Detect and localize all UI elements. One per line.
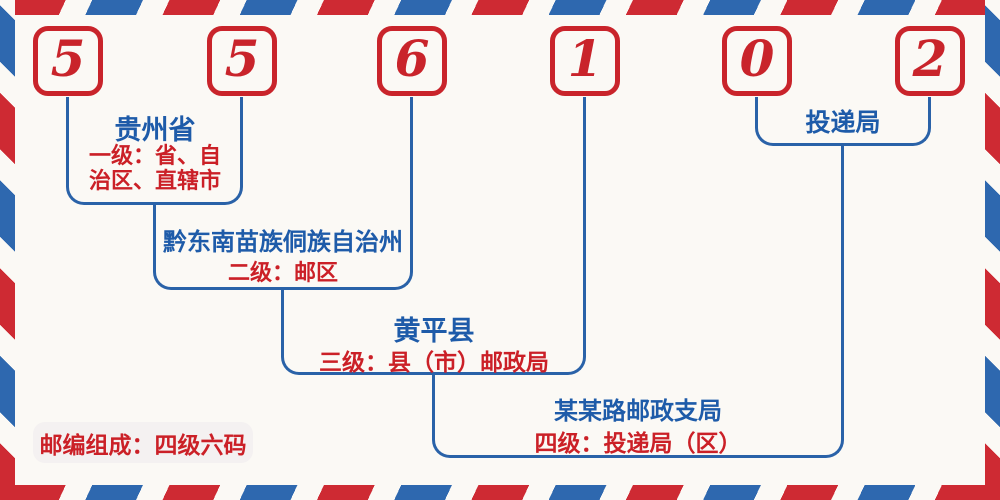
airmail-border-top xyxy=(15,0,985,15)
bracket-level2 xyxy=(153,205,413,290)
airmail-border-right xyxy=(985,0,1000,500)
level1-desc-line1: 一级：省、自 xyxy=(88,143,221,168)
airmail-border-left xyxy=(0,0,15,500)
delivery-office-label: 投递局 xyxy=(805,109,881,137)
connector-line-delivery xyxy=(841,145,844,375)
bracket-level3 xyxy=(281,290,586,375)
level4-region-label: 某某路邮政支局 xyxy=(554,398,722,425)
postal-code-composition-note: 邮编组成：四级六码 xyxy=(33,422,253,463)
level4-desc-label: 四级：投递局（区） xyxy=(534,430,742,456)
postal-digit-box-5: 0 xyxy=(722,26,792,96)
postal-digit-1: 5 xyxy=(50,29,86,88)
level1-desc-line2: 治区、直辖市 xyxy=(88,168,221,193)
postal-digit-3: 6 xyxy=(394,29,430,88)
postal-digit-4: 1 xyxy=(567,29,603,88)
connector-line-digit4 xyxy=(583,97,586,290)
postal-digit-box-2: 5 xyxy=(207,26,277,96)
level2-desc-label: 二级：邮区 xyxy=(227,260,338,285)
airmail-border-bottom xyxy=(15,485,985,500)
composition-note-text: 邮编组成：四级六码 xyxy=(39,431,247,458)
postal-digit-box-4: 1 xyxy=(550,26,620,96)
postal-digit-6: 2 xyxy=(912,29,948,88)
bracket-delivery-office xyxy=(755,97,931,146)
bracket-level1 xyxy=(66,97,243,205)
postal-digit-2: 5 xyxy=(224,29,260,88)
level3-region-label: 黄平县 xyxy=(393,316,475,346)
level1-region-label: 贵州省 xyxy=(114,115,196,145)
postal-digit-box-3: 6 xyxy=(377,26,447,96)
level2-region-label: 黔东南苗族侗族自治州 xyxy=(163,229,403,256)
level3-desc-label: 三级：县（市）邮政局 xyxy=(319,349,549,375)
postal-digit-5: 0 xyxy=(739,29,775,88)
level1-desc-label: 一级：省、自 治区、直辖市 xyxy=(80,143,230,193)
postal-digit-box-6: 2 xyxy=(895,26,965,96)
connector-line-digit3 xyxy=(410,97,413,205)
bracket-level4 xyxy=(432,375,844,458)
postal-digit-box-1: 5 xyxy=(33,26,103,96)
